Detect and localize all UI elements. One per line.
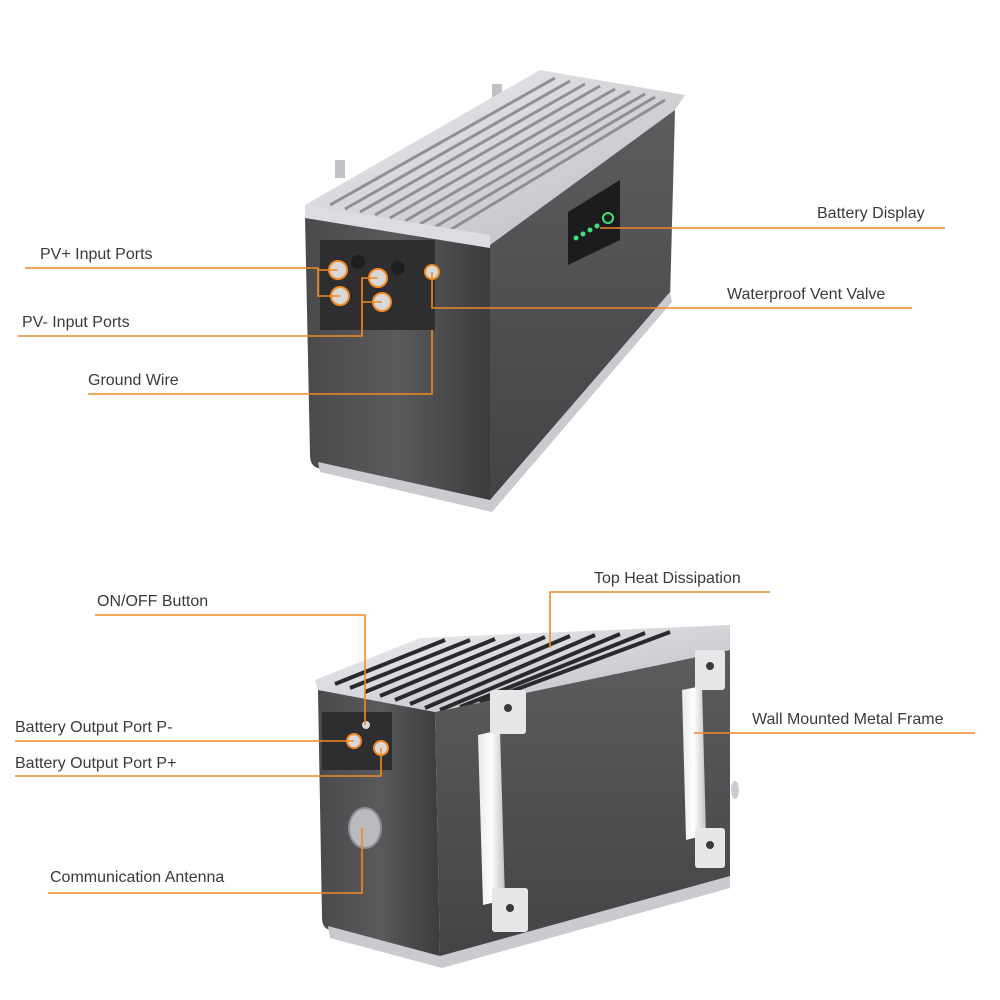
led [594, 223, 600, 229]
top-rim [305, 205, 490, 248]
mount-tab [335, 160, 345, 178]
label-battery-display: Battery Display [817, 205, 925, 222]
led [580, 231, 586, 237]
leader-pv-minus [18, 277, 378, 337]
led [573, 235, 579, 241]
frame-rail [478, 730, 505, 905]
top-unit [305, 70, 685, 512]
mount-tab [492, 84, 502, 102]
label-top-heat-dissipation: Top Heat Dissipation [594, 570, 741, 587]
label-pv-plus-input-ports: PV+ Input Ports [40, 246, 153, 263]
leader-lines [15, 227, 975, 894]
label-waterproof-vent-valve: Waterproof Vent Valve [727, 286, 886, 303]
frame-rail [682, 686, 706, 840]
leader-ground [88, 330, 433, 395]
top-fins [329, 76, 666, 232]
communication-antenna [348, 807, 382, 849]
wall-frame [478, 650, 725, 932]
label-communication-antenna: Communication Antenna [50, 869, 225, 886]
leader-out-plus [15, 748, 382, 777]
label-pv-minus-input-ports: PV- Input Ports [22, 314, 130, 331]
display-leds [573, 212, 614, 241]
pv-port-cap [391, 261, 405, 275]
side-knob [731, 781, 739, 799]
battery-display [568, 180, 620, 265]
label-wall-mounted-metal-frame: Wall Mounted Metal Frame [752, 711, 944, 728]
label-battery-output-port-plus: Battery Output Port P+ [15, 755, 177, 772]
leader-onoff [95, 614, 366, 725]
led [587, 227, 593, 233]
keyhole [706, 841, 714, 849]
label-ground-wire: Ground Wire [88, 372, 179, 389]
leader-heat [549, 591, 770, 648]
keyhole [506, 904, 514, 912]
keyhole [706, 662, 714, 670]
keyhole [504, 704, 512, 712]
leader-vent [431, 272, 912, 309]
onoff-button [362, 721, 370, 729]
led [602, 212, 614, 224]
bottom-unit [315, 625, 739, 968]
leader-antenna [48, 828, 363, 894]
leader-pv-plus [25, 267, 340, 297]
label-onoff-button: ON/OFF Button [97, 593, 209, 610]
pv-port-cap [351, 255, 365, 269]
label-battery-output-port-minus: Battery Output Port P- [15, 719, 173, 736]
